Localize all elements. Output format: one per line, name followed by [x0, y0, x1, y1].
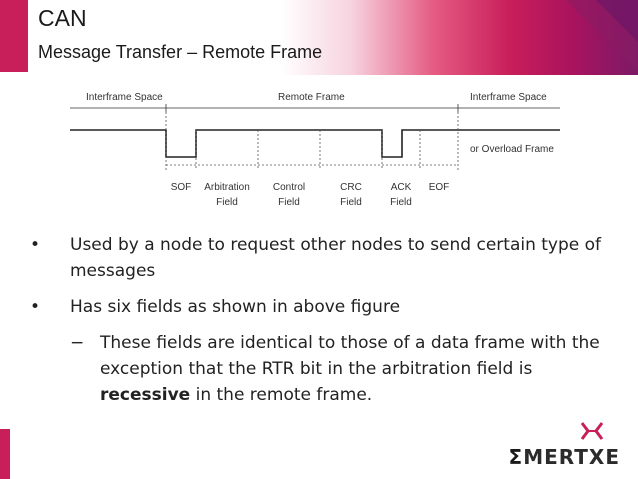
sub-text-part1: These fields are identical to those of a… [100, 333, 600, 379]
accent-bar [0, 0, 28, 72]
dash-glyph: − [70, 333, 85, 353]
field-dividers [165, 112, 459, 170]
bullet-text-2: Has six fields as shown in above figure [70, 297, 401, 317]
sub-bullet-text: These fields are identical to those of a… [100, 330, 620, 408]
field-label-ack: ACK [391, 182, 412, 193]
slide-subtitle: Message Transfer – Remote Frame [38, 42, 323, 62]
field-label-control: Control [273, 182, 305, 193]
field-label-control-2: Field [278, 197, 300, 208]
bottom-accent-bar [0, 429, 10, 479]
slide-title: CAN [38, 5, 87, 31]
field-label-eof: EOF [429, 182, 450, 193]
field-label-sof: SOF [171, 182, 192, 193]
logo-text: MERTXE [523, 445, 620, 469]
sub-text-part2: in the remote frame. [190, 385, 373, 405]
label-remote-frame: Remote Frame [278, 92, 345, 103]
sub-text-bold: recessive [100, 385, 191, 405]
bullet-glyph: • [30, 235, 41, 255]
bullet-item: • Has six fields as shown in above figur… [30, 294, 620, 320]
bullet-glyph: • [30, 297, 41, 317]
field-label-crc: CRC [340, 182, 362, 193]
span-lines [70, 104, 560, 112]
label-interframe-right: Interframe Space [470, 92, 547, 103]
remote-frame-diagram: Interframe Space Remote Frame Interframe… [70, 92, 560, 208]
field-label-arbitration-2: Field [216, 197, 238, 208]
field-label-arbitration: Arbitration [204, 182, 250, 193]
logo-sigma: Σ [508, 445, 524, 469]
label-interframe-left: Interframe Space [86, 92, 163, 103]
bullet-text-1: Used by a node to request other nodes to… [70, 235, 602, 281]
company-logo: ΣMERTXE [509, 445, 620, 469]
label-overload-frame: or Overload Frame [470, 144, 554, 155]
signal-waveform [70, 129, 560, 158]
field-label-ack-2: Field [390, 197, 412, 208]
sub-bullet-item: − These fields are identical to those of… [30, 330, 620, 408]
header-banner [0, 0, 638, 75]
bullet-list: • Used by a node to request other nodes … [30, 232, 620, 408]
corner-triangle-decoration [566, 0, 638, 72]
logo-mark-icon [580, 422, 604, 440]
bullet-item: • Used by a node to request other nodes … [30, 232, 620, 284]
field-label-crc-2: Field [340, 197, 362, 208]
